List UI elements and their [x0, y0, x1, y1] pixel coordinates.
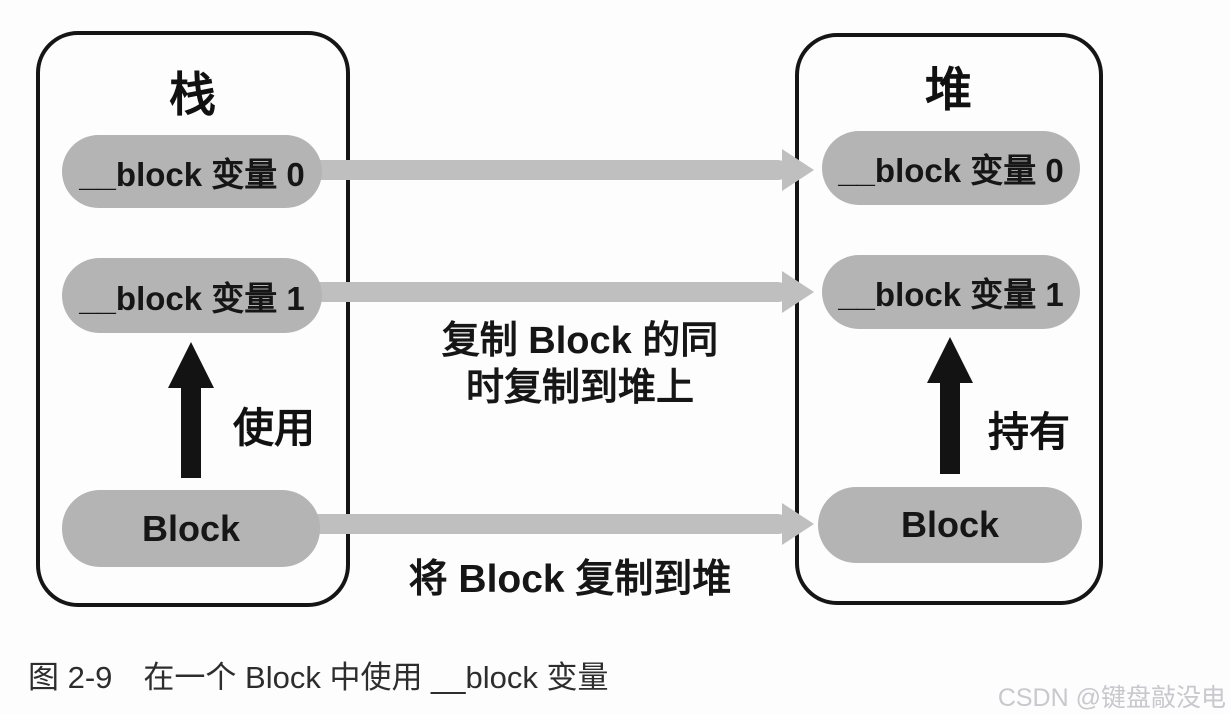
right-arrowhead-icon — [782, 503, 814, 545]
copy-arrow-var1 — [302, 270, 814, 314]
bottom-copy-note: 将 Block 复制到堆 — [408, 558, 732, 601]
heap-block-var0-pill: __block 变量 0 — [822, 131, 1080, 205]
center-copy-note: 复制 Block 的同 时复制到堆上 — [370, 318, 790, 412]
stack-block-var0-pill: __block 变量 0 — [62, 135, 322, 208]
copy-arrow-shaft — [302, 282, 788, 302]
up-arrowhead-icon — [927, 337, 973, 383]
figure-caption: 图 2-9 在一个 Block 中使用 __block 变量 — [28, 660, 609, 695]
heap-box-title: 堆 — [925, 63, 973, 116]
csdn-watermark: CSDN @键盘敲没电 — [997, 684, 1226, 712]
stack-box-title: 栈 — [169, 68, 217, 121]
stack-block-var1-pill: __block 变量 1 — [62, 258, 322, 333]
stack-use-up-arrow-icon — [168, 342, 214, 478]
copy-arrow-var0 — [302, 148, 814, 192]
center-copy-note-line1: 复制 Block 的同 — [441, 320, 719, 362]
right-arrowhead-icon — [782, 271, 814, 313]
heap-block-pill: Block — [818, 487, 1082, 563]
up-arrow-shaft — [181, 388, 201, 478]
copy-arrow-shaft — [300, 514, 788, 534]
right-arrowhead-icon — [782, 149, 814, 191]
heap-block-var1-pill: __block 变量 1 — [822, 255, 1080, 329]
heap-hold-up-arrow-icon — [927, 337, 973, 474]
up-arrowhead-icon — [168, 342, 214, 388]
center-copy-note-line2: 时复制到堆上 — [465, 367, 694, 409]
copy-arrow-block — [300, 502, 814, 546]
stack-block-pill: Block — [62, 490, 320, 567]
heap-arrow-label: 持有 — [988, 409, 1070, 455]
up-arrow-shaft — [940, 383, 960, 474]
stack-arrow-label: 使用 — [233, 405, 315, 451]
copy-arrow-shaft — [302, 160, 788, 180]
